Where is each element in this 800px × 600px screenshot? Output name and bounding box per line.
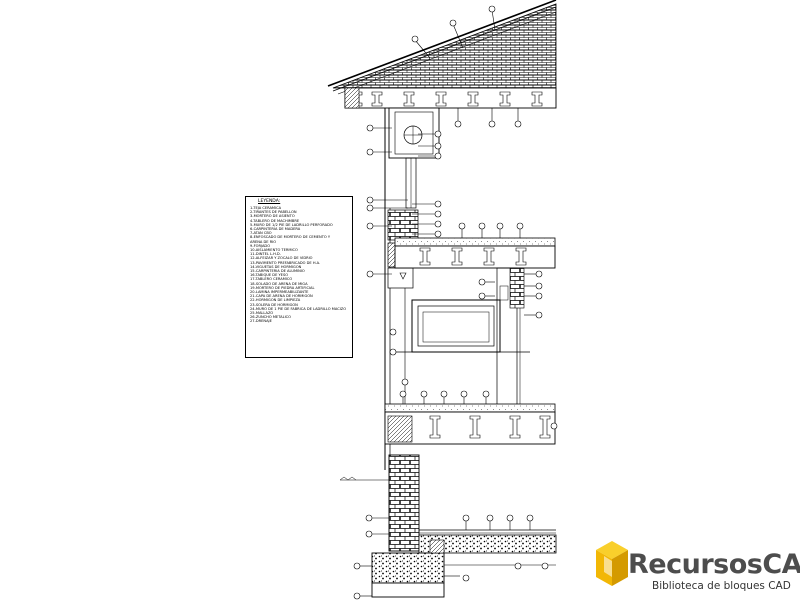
legend-item: ARENA DE RIO	[250, 239, 277, 244]
legend-item: 19-MORTERO DE PIEDRA ARTIFICIAL	[250, 285, 315, 290]
legend-item: 15-CARPINTERIA DE ALUMINIO	[250, 269, 305, 274]
middle-floor-slab	[394, 237, 556, 269]
legend-item: 3-MORTERO DE ASIENTO	[250, 214, 295, 219]
legend-item: 26-ZUNCHO METALICO	[250, 315, 291, 320]
legend-item: 17-TABLERO CERAMICO	[250, 277, 293, 282]
recursoscad-logo-icon	[596, 541, 628, 586]
legend-item: 1-TEJA CERAMICA	[250, 206, 282, 210]
legend-item: 7-ATAN CBO	[250, 231, 272, 236]
legend-item: 12-ALFEIZAR Y ZOCALO DE VIDRIO	[250, 256, 313, 261]
legend-item: 4-TABLERO DE MACHIMBRE	[250, 218, 300, 223]
legend-item: 24-MURO DE 1 PIE DE FABRICA DE LADRILLO …	[250, 306, 347, 311]
window-frame	[395, 267, 530, 409]
logo-brand-part2: CAD	[762, 549, 800, 580]
logo-brand-part1: Recursos	[628, 549, 763, 580]
legend-item: 27-DRENAJE	[250, 319, 272, 324]
upper-wall	[388, 107, 440, 209]
foundation	[339, 454, 557, 598]
logo-tagline: Biblioteca de bloques CAD	[652, 580, 791, 592]
legend-title: LEYENDA:	[258, 199, 281, 204]
legend-item: 10-AISLAMIENTO TERMICO	[250, 248, 298, 253]
legend-item: 6-CARPINTERIA DE MADERA	[250, 227, 301, 232]
legend-item: 18-SOLADO DE ARENA DE MIGA	[250, 281, 308, 286]
legend-item: 2-TIRANTES DE PABELLON	[250, 210, 297, 215]
legend-item: 21-CAPA DE ARENA DE HORMIGON	[250, 294, 313, 299]
logo-brand: RecursosCAD	[628, 550, 800, 580]
legend-item: 20-LAMINA IMPERMEABILIZANTE	[250, 290, 309, 295]
recursoscad-logo: RecursosCAD Biblioteca de bloques CAD	[590, 540, 800, 600]
legend-item: 11-DINTEL L.H.D.	[250, 252, 281, 257]
roof	[327, 0, 557, 109]
legend-item: 13-PAVIMENTO PREFABRICADO DE H.A.	[250, 260, 321, 265]
legend-item: 23-SOLERA DE HORMIGON	[250, 302, 298, 307]
legend-item: 5-MURO DE 1/2 PIE DE LADRILLO PERFORADO	[250, 222, 333, 227]
legend-item: 16-TABIQUE DE YESO	[250, 273, 289, 278]
legend-item: 22-HORMIGON DE LIMPIEZA	[250, 298, 301, 303]
legend-item: 9-FORJADO	[250, 243, 271, 248]
legend-item: 14-VIGUETAS DE HORMIGON	[250, 264, 302, 269]
callouts	[353, 5, 558, 600]
legend-item: 25-MALLAZO	[250, 311, 274, 316]
lower-floor-slab	[384, 403, 556, 445]
legend-item: 8-ENFOSCADO DE MORTERO DE CEMENTO Y	[250, 235, 331, 240]
